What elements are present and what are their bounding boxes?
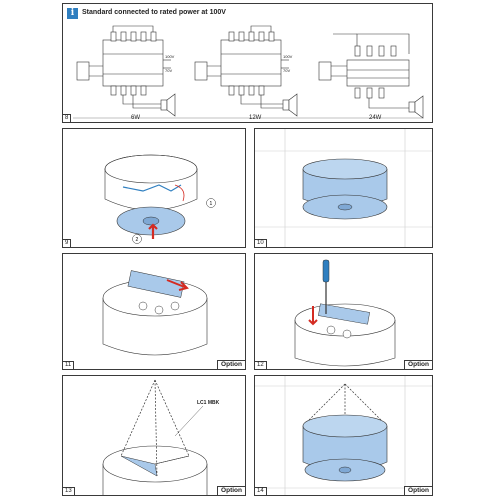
option-badge: Option [217, 360, 245, 369]
step-number: 10 [255, 239, 267, 247]
slide-arrow [166, 279, 189, 291]
panel-9-installation: 1 2 9 [62, 128, 246, 248]
option-badge: Option [404, 486, 432, 495]
header-text: Standard connected to rated power at 100… [82, 9, 226, 16]
wattage-6w: 6W [131, 115, 140, 121]
step-number: 13 [63, 487, 75, 495]
step-circle-1: 1 [210, 201, 213, 207]
illustration-panel-13 [102, 379, 208, 495]
panel-14-option: 14 Option [254, 375, 433, 496]
tap-70v-label: 70V [165, 68, 172, 73]
bracket-kit [120, 455, 190, 477]
push-up-arrow [148, 223, 158, 239]
tap-100v-label: 100V [165, 54, 175, 59]
wiring-diagram: 100V 70V 100V 70V [73, 25, 424, 119]
illustration-panel-11 [102, 270, 208, 356]
info-icon: i [67, 8, 78, 19]
tap-100v-label-2: 100V [283, 54, 293, 59]
kit-label: LC1 MBK [197, 400, 220, 406]
panel-12-option: 12 Option [254, 253, 433, 370]
step-number: 11 [63, 361, 75, 369]
suspension-chains [306, 383, 384, 423]
panel-13-option: LC1 MBK 13 Option [62, 375, 246, 496]
step-number: 12 [255, 361, 267, 369]
step-circle-2: 2 [136, 237, 139, 243]
illustration-panel-10 [255, 129, 432, 247]
illustration-panel-12 [294, 259, 396, 367]
down-arrow [308, 306, 318, 326]
step-number: 9 [63, 239, 72, 247]
wattage-24w: 24W [369, 115, 382, 121]
screwdriver-icon [322, 259, 330, 314]
step-number: 8 [63, 114, 72, 122]
step-number: 14 [255, 487, 267, 495]
option-badge: Option [217, 486, 245, 495]
illustration-panel-14 [255, 376, 432, 495]
panel-10-installed: 10 [254, 128, 433, 248]
option-badge: Option [404, 360, 432, 369]
tap-70v-label-2: 70V [283, 68, 290, 73]
panel-11-option: 11 Option [62, 253, 246, 370]
illustration-panel-9: 1 2 [104, 154, 216, 244]
wattage-12w: 12W [249, 115, 262, 121]
panel-8-wiring: i Standard connected to rated power at 1… [62, 3, 433, 123]
